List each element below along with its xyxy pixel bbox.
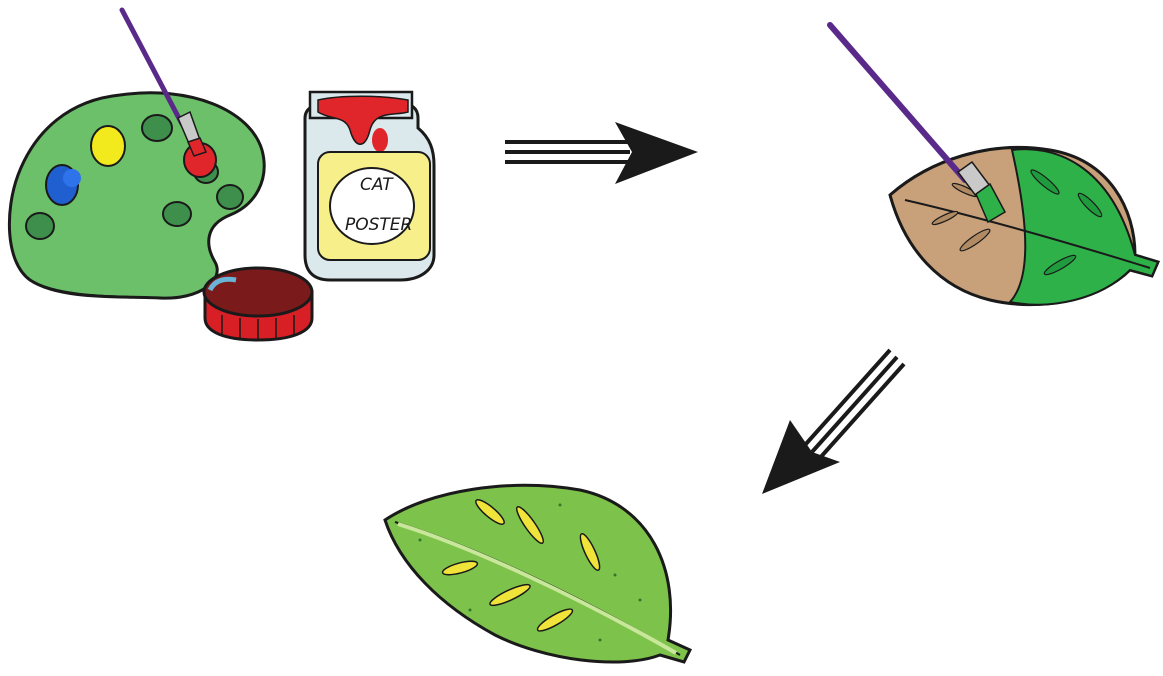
jar-label-line2: POSTER (345, 215, 412, 235)
yellow-paint-blob (91, 126, 125, 166)
jar-label-line1: CAT (360, 175, 394, 195)
finished-leaf-icon (385, 485, 690, 662)
jar-lid-icon (204, 268, 312, 340)
arrow-down-left-icon (762, 350, 904, 494)
leaf-being-painted-icon (830, 25, 1158, 305)
paint-palette-icon (9, 10, 264, 298)
paint-jar-icon: CAT POSTER (305, 92, 434, 280)
arrow-right-icon (505, 122, 698, 184)
